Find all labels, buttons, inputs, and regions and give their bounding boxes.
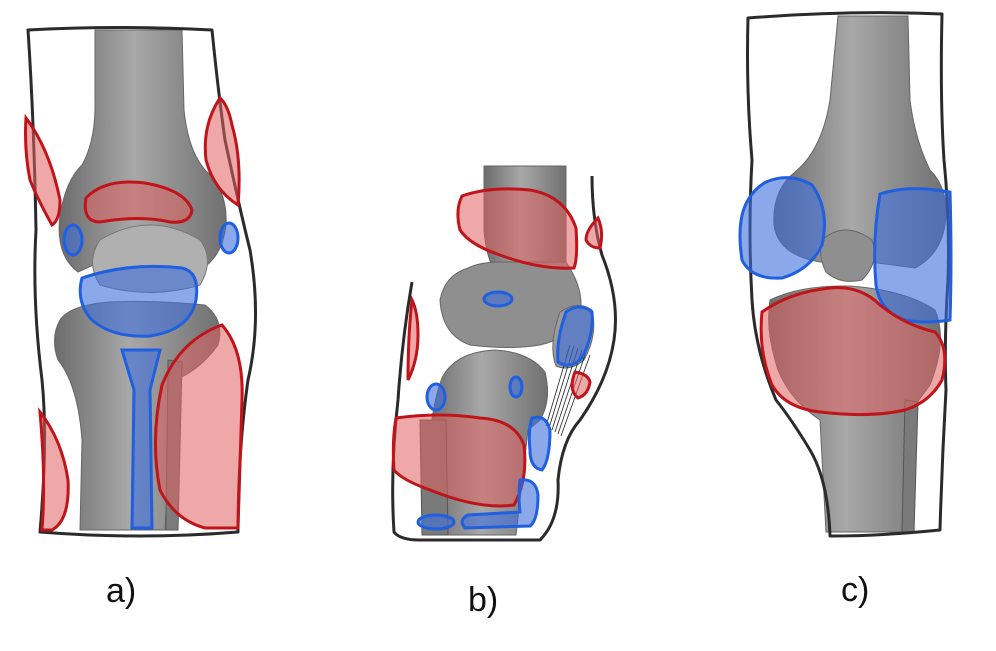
panel-b — [391, 165, 617, 542]
blue-zone-patellar-tendon — [119, 348, 162, 530]
red-zone-thigh-edge-b — [584, 215, 604, 250]
red-zone-medial-shin — [153, 323, 244, 530]
red-zone-thigh-b — [456, 187, 579, 270]
blue-zone-ankle-front-b — [460, 478, 540, 530]
blue-zone-patella-b — [556, 305, 594, 367]
blue-zone-ankle-back-b — [416, 513, 456, 531]
red-zone-tendon-b — [570, 370, 592, 400]
intercondylar-area-c — [820, 229, 875, 282]
panel-label-c: c) — [841, 571, 870, 609]
fibula-c — [901, 399, 919, 533]
panel-label-b: b) — [468, 581, 499, 619]
blue-zone-tibia-front-b — [425, 382, 447, 412]
panel-c — [738, 11, 953, 538]
blue-zone-tibial-tuberosity-b — [527, 415, 552, 472]
panel-label-a: a) — [106, 572, 137, 610]
blue-zone-medial-condyle-c — [873, 187, 953, 324]
blue-zone-medial-joint — [218, 221, 240, 255]
red-zone-shin-b — [391, 413, 527, 508]
red-zone-lateral-shin — [38, 407, 70, 532]
red-zone-tibia-c — [759, 286, 947, 417]
blue-zone-lateral-condyle-c — [738, 176, 826, 280]
red-zone-suprapatellar — [83, 180, 194, 224]
blue-zone-lateral-joint — [62, 223, 84, 257]
blue-zone-condyle-b — [482, 290, 514, 308]
red-zone-medial-thigh — [203, 95, 241, 208]
red-zone-lateral-thigh — [24, 113, 62, 228]
panel-a — [24, 26, 257, 538]
blue-zone-tibia-mid-b — [508, 375, 524, 399]
blue-zone-patella — [78, 264, 199, 338]
red-zone-knee-front-b — [406, 294, 420, 381]
